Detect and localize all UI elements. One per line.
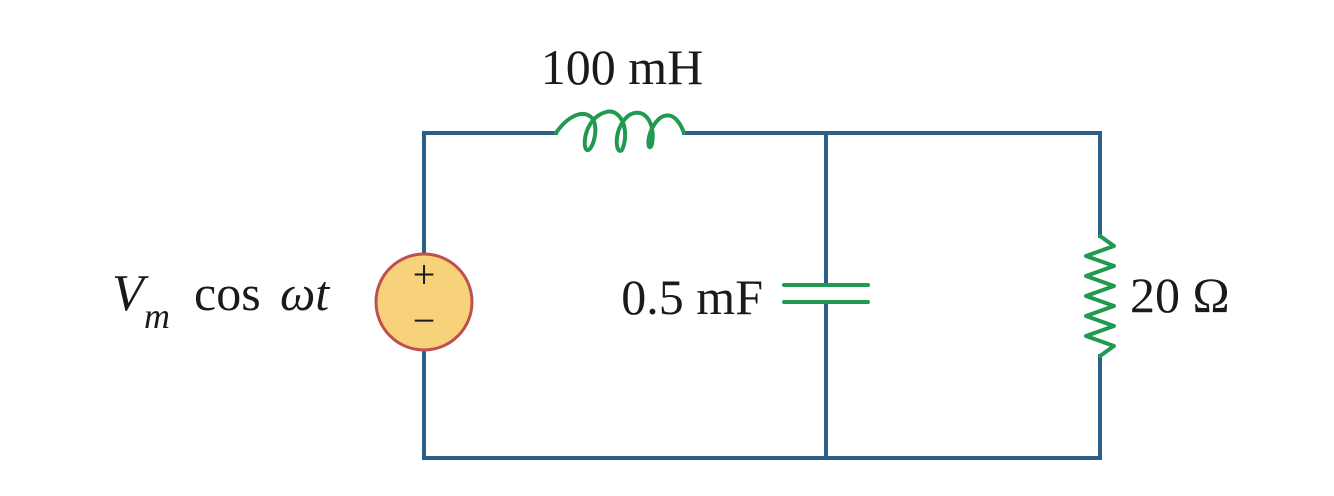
source-plus-sign: + [413, 252, 436, 297]
inductor-icon [554, 109, 686, 153]
wires [422, 131, 1102, 460]
source-omega-t: ωt [280, 265, 330, 321]
source-minus-sign: − [413, 298, 436, 343]
source-expression: cos [194, 265, 261, 321]
source-label: V m cos ωt [112, 265, 330, 336]
source-symbol: V [112, 265, 149, 322]
capacitor-label: 0.5 mF [621, 269, 763, 325]
resistor-label: 20 Ω [1130, 267, 1230, 323]
resistor-icon [1084, 234, 1116, 358]
voltage-source-icon: + − [374, 252, 474, 352]
capacitor-icon [782, 283, 870, 304]
inductor-label: 100 mH [541, 39, 704, 95]
source-subscript: m [144, 296, 170, 336]
